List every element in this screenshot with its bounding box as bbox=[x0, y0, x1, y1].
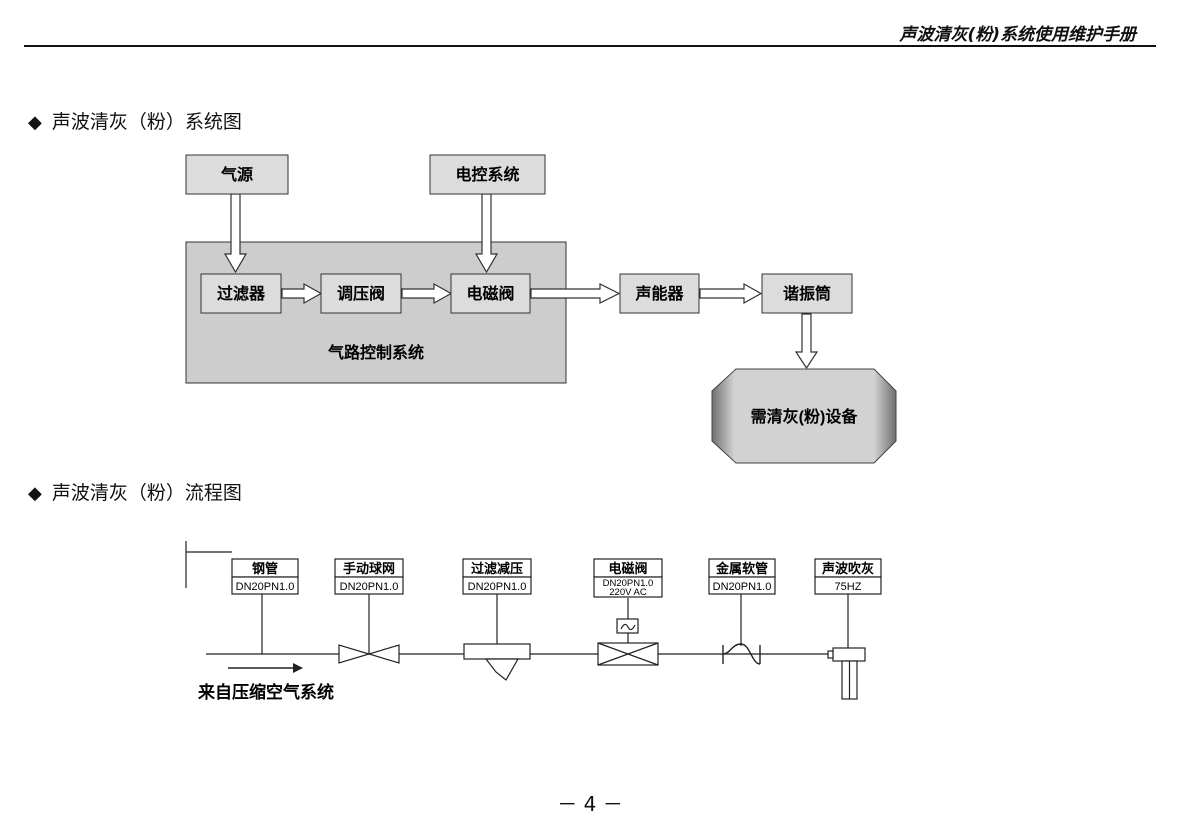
component-spec: DN20PN1.0 bbox=[236, 581, 295, 593]
component-spec-box bbox=[814, 576, 882, 595]
ball-valve-symbol bbox=[338, 644, 372, 664]
solenoid-box bbox=[450, 273, 531, 314]
component-name: 钢管 bbox=[252, 561, 278, 576]
component-label-1: 手动球网 DN20PN1.0 bbox=[334, 558, 404, 595]
component-labels: 钢管DN20PN1.0手动球网DN20PN1.0过滤减压DN20PN1.0电磁阀… bbox=[231, 558, 882, 598]
component-name: 金属软管 bbox=[715, 561, 768, 576]
inlet-label: 来自压缩空气系统 bbox=[197, 682, 334, 702]
solenoid-valve-body bbox=[597, 642, 659, 666]
component-name-box bbox=[231, 558, 299, 578]
arrow-solenoid-to-sound bbox=[530, 283, 621, 304]
sound-generator-label: 声能器 bbox=[634, 284, 684, 303]
component-spec-voltage: 220V AC bbox=[609, 587, 647, 598]
component-name-box bbox=[814, 558, 882, 578]
air-source-box bbox=[185, 154, 289, 195]
component-spec-box bbox=[334, 576, 404, 595]
air-source-label: 气源 bbox=[220, 165, 253, 184]
section1-heading-text: 声波清灰（粉）系统图 bbox=[51, 111, 242, 133]
component-name-box bbox=[334, 558, 404, 578]
solenoid-valve-coil bbox=[616, 618, 639, 634]
arrow-sound-to-resonator bbox=[699, 282, 763, 305]
header-rule bbox=[24, 45, 1156, 47]
filter-reducer-symbol bbox=[463, 643, 531, 660]
component-spec-box bbox=[593, 576, 663, 598]
solenoid-label: 电磁阀 bbox=[466, 284, 514, 303]
section1-heading: ◆ 声波清灰（粉）系统图 bbox=[28, 107, 242, 134]
arrow-regulator-to-solenoid bbox=[401, 282, 453, 305]
component-spec-box bbox=[708, 576, 776, 595]
equipment-vessel bbox=[711, 368, 897, 464]
header-title: 声波清灰(粉)系统使用维护手册 bbox=[899, 25, 1136, 45]
component-spec: DN20PN1.0 bbox=[713, 581, 772, 593]
filter-box bbox=[200, 273, 282, 314]
regulator-label: 调压阀 bbox=[337, 284, 385, 303]
component-label-4: 金属软管 DN20PN1.0 bbox=[708, 558, 776, 595]
component-name: 声波吹灰 bbox=[821, 561, 874, 576]
arrow-filter-to-regulator bbox=[281, 282, 323, 305]
component-name: 手动球网 bbox=[343, 561, 395, 576]
gas-control-panel-label: 气路控制系统 bbox=[327, 343, 424, 362]
equipment-label: 需清灰(粉)设备 bbox=[751, 407, 859, 426]
component-name-box bbox=[462, 558, 532, 578]
component-name: 电磁阀 bbox=[608, 561, 647, 576]
resonator-box bbox=[761, 273, 853, 314]
control-system-box bbox=[429, 154, 546, 195]
filter-label: 过滤器 bbox=[217, 284, 266, 303]
arrow-air-to-filter bbox=[223, 193, 248, 274]
component-label-5: 声波吹灰 75HZ bbox=[814, 558, 882, 595]
component-spec: DN20PN1.0 bbox=[340, 581, 399, 593]
section2-heading: ◆ 声波清灰（粉）流程图 bbox=[28, 478, 242, 505]
component-label-2: 过滤减压 DN20PN1.0 bbox=[462, 558, 532, 595]
arrow-resonator-to-equipment bbox=[794, 313, 819, 370]
component-spec-box bbox=[462, 576, 532, 595]
component-spec-box bbox=[231, 576, 299, 595]
component-label-0: 钢管 DN20PN1.0 bbox=[231, 558, 299, 595]
diamond-bullet-icon: ◆ bbox=[28, 483, 42, 504]
component-name-box bbox=[593, 558, 663, 578]
section2-heading-text: 声波清灰（粉）流程图 bbox=[51, 482, 242, 504]
page-number: － 4 － bbox=[557, 792, 623, 816]
control-system-label: 电控系统 bbox=[455, 165, 519, 184]
resonator-label: 谐振筒 bbox=[783, 284, 831, 303]
metal-hose-symbol bbox=[722, 643, 761, 665]
component-spec: DN20PN1.0 bbox=[603, 578, 654, 589]
arrow-control-to-solenoid bbox=[474, 193, 499, 274]
system-diagram: 气路控制系统 气源 电控系统 过滤器 调压阀 电磁阀 声能器 谐振筒 需清灰(粉… bbox=[185, 154, 897, 464]
component-name: 过滤减压 bbox=[471, 561, 523, 576]
component-name-box bbox=[708, 558, 776, 578]
component-spec: 75HZ bbox=[835, 581, 862, 593]
sonic-horn-symbol bbox=[827, 647, 866, 700]
component-spec: DN20PN1.0 bbox=[468, 581, 527, 593]
diamond-bullet-icon: ◆ bbox=[28, 112, 42, 133]
sound-generator-box bbox=[619, 273, 700, 314]
regulator-box bbox=[320, 273, 402, 314]
